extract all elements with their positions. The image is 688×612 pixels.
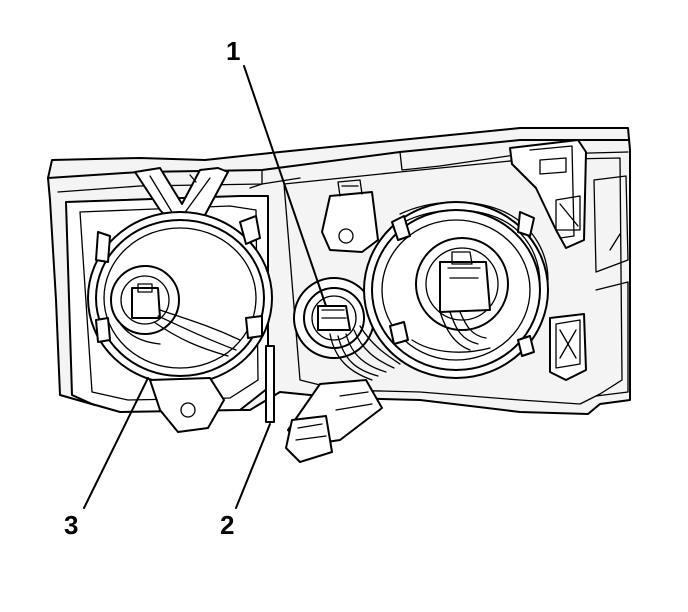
callout-leaders — [83, 65, 327, 509]
adjuster-screw — [321, 179, 379, 253]
leader-line-1 — [243, 65, 327, 307]
upper-right-bracket — [509, 139, 587, 249]
leader-line-3 — [83, 377, 149, 509]
right-housing-edge — [593, 175, 629, 397]
wire-harness — [329, 325, 401, 381]
callout-1: 1 — [226, 36, 241, 66]
right-bulb-socket-assembly — [363, 201, 549, 379]
lower-right-bracket — [549, 313, 587, 381]
electrical-connector — [285, 379, 383, 463]
center-socket-grommet — [293, 277, 375, 359]
callout-2: 2 — [220, 510, 235, 540]
callout-3: 3 — [64, 510, 79, 540]
left-bulb-socket-assembly — [87, 211, 273, 433]
seal-strip — [265, 345, 275, 423]
leader-line-2 — [235, 423, 271, 509]
